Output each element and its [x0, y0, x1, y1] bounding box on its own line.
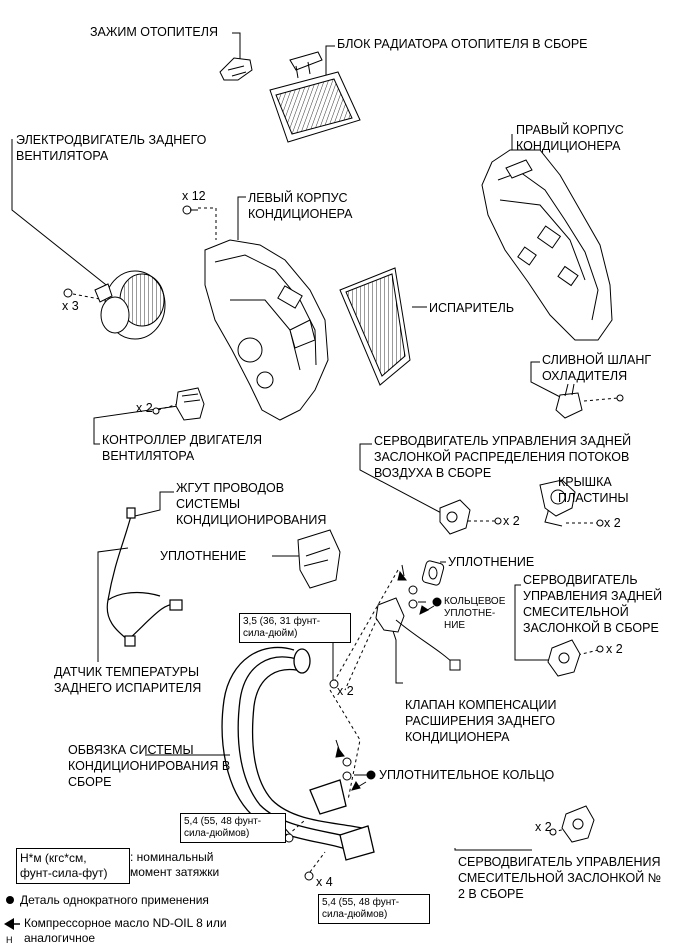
label-blower-controller: КОНТРОЛЛЕР ДВИГАТЕЛЯ ВЕНТИЛЯТОРА	[102, 433, 263, 463]
heater-radiator-part	[269, 51, 361, 143]
dash-guide-tube-oring	[329, 689, 361, 801]
label-seal-2: УПЛОТНЕНИЕ	[448, 555, 535, 569]
label-o-ring-2: УПЛОТНИТЕЛЬНОЕ КОЛЬЦО	[379, 768, 555, 782]
qty-x2-controller: x 2	[136, 401, 153, 415]
torque-box-3: 5,4 (55, 48 фунт- сила-дюймов)	[318, 894, 430, 924]
legend-symbols	[4, 896, 20, 930]
plate-cover-part	[539, 479, 604, 527]
label-plate-cover: КРЫШКА ПЛАСТИНЫ	[558, 475, 629, 505]
label-evaporator: ИСПАРИТЕЛЬ	[429, 301, 515, 315]
leader-blower-controller	[93, 405, 179, 445]
dash-guide-bolt4	[309, 851, 326, 873]
label-blower-motor: ЭЛЕКТРОДВИГАТЕЛЬ ЗАДНЕГО ВЕНТИЛЯТОРА	[16, 133, 207, 163]
leader-airflow-servo	[359, 443, 448, 517]
label-o-ring-1: КОЛЬЦЕВОЕ УПЛОТНЕ- НИЕ	[444, 596, 506, 631]
label-right-case: ПРАВЫЙ КОРПУС КОНДИЦИОНЕРА	[516, 123, 624, 153]
dash-guide-bolt3	[287, 819, 306, 836]
label-airflow-servo: СЕРВОДВИГАТЕЛЬ УПРАВЛЕНИЯ ЗАДНЕЙ ЗАСЛОНК…	[374, 434, 632, 480]
label-heater-clamp: ЗАЖИМ ОТОПИТЕЛЯ	[90, 25, 218, 39]
dash-guide-screws-12	[198, 207, 217, 240]
qty-x2-mix-servo: x 2	[606, 642, 623, 656]
qty-x3: x 3	[62, 299, 79, 313]
qty-x2-valve: x 2	[337, 684, 354, 698]
screw-x12-part	[182, 205, 198, 215]
qty-x12: x 12	[182, 189, 206, 203]
torque-box-1: 3,5 (36, 31 фунт- сила-дюйм)	[239, 613, 351, 643]
label-seal-1: УПЛОТНЕНИЕ	[160, 549, 247, 563]
leader-temp-sensor	[97, 547, 129, 662]
evaporator-part	[339, 267, 411, 386]
leader-wire-harness	[134, 491, 174, 517]
bolts-t2-t3-part	[284, 833, 314, 881]
legend-unit-description: : номинальный момент затяжки	[130, 850, 220, 879]
leader-valve	[390, 624, 403, 684]
leader-left-case	[237, 196, 246, 240]
leader-mix-servo	[514, 584, 555, 661]
label-ac-tube: ОБВЯЗКА СИСТЕМЫ КОНДИЦИОНИРОВАНИЯ В СБОР…	[68, 743, 231, 789]
legend-non-reusable: Деталь однократного применения	[20, 893, 209, 907]
torque-box-2: 5,4 (55, 48 фунт- сила-дюймов)	[180, 813, 286, 843]
expansion-valve-part	[375, 597, 461, 671]
ac-tube-part	[221, 646, 375, 861]
label-temp-sensor: ДАТЧИК ТЕМПЕРАТУРЫ ЗАДНЕГО ИСПАРИТЕЛЯ	[54, 665, 202, 695]
seal-2-part	[421, 560, 445, 586]
leader-servo2	[454, 848, 532, 851]
dash-guide-drain	[583, 397, 619, 402]
leader-blower-motor	[11, 139, 121, 297]
leader-heater-radiator	[325, 45, 335, 80]
airflow-servo-part	[439, 499, 502, 535]
left-case-part	[204, 239, 329, 421]
label-heater-radiator: БЛОК РАДИАТОРА ОТОПИТЕЛЯ В СБОРЕ	[337, 37, 588, 51]
right-case-part	[481, 149, 613, 341]
label-expansion-valve: КЛАПАН КОМПЕНСАЦИИ РАСШИРЕНИЯ ЗАДНЕГО КО…	[405, 698, 557, 744]
figure-code: H	[6, 935, 13, 945]
qty-x2-servo2: x 2	[535, 820, 552, 834]
drain-hose-part	[555, 383, 624, 419]
dash-guide-valve-mid	[344, 611, 381, 691]
heater-clamp-part	[219, 57, 253, 81]
legend-compressor-oil: Компрессорное масло ND-OIL 8 или аналоги…	[24, 916, 227, 945]
qty-x4: x 4	[316, 875, 333, 889]
blower-controller-part	[152, 387, 205, 421]
seal-1-part	[297, 529, 341, 589]
label-left-case: ЛЕВЫЙ КОРПУС КОНДИЦИОНЕРА	[248, 191, 353, 221]
legend-unit-box-main: Н*м (кгс*см, фунт-сила-фут)	[16, 848, 130, 884]
leader-drain-hose	[530, 361, 567, 401]
qty-x2-cover: x 2	[604, 516, 621, 530]
dash-guide-mix	[577, 649, 599, 656]
screw-x3-part	[63, 288, 73, 298]
o-ring-2-part	[335, 739, 376, 791]
leader-heater-clamp	[232, 32, 241, 62]
mix-servo-part	[547, 639, 604, 677]
label-drain-hose: СЛИВНОЙ ШЛАНГ ОХЛАДИТЕЛЯ	[542, 353, 652, 383]
o-rings-part	[397, 564, 442, 615]
label-mix-servo: СЕРВОДВИГАТЕЛЬ УПРАВЛЕНИЯ ЗАДНЕЙ СМЕСИТЕ…	[523, 573, 663, 635]
bolt-t1-part	[329, 679, 339, 689]
wire-harness-part	[106, 507, 183, 647]
label-mix-servo-2: СЕРВОДВИГАТЕЛЬ УПРАВЛЕНИЯ СМЕСИТЕЛЬНОЙ З…	[458, 855, 662, 901]
blower-motor-part	[94, 270, 166, 340]
qty-x2-airflow-servo: x 2	[503, 514, 520, 528]
mix-servo-2-part	[549, 805, 595, 843]
label-wire-harness: ЖГУТ ПРОВОДОВ СИСТЕМЫ КОНДИЦИОНИРОВАНИЯ	[176, 481, 327, 527]
